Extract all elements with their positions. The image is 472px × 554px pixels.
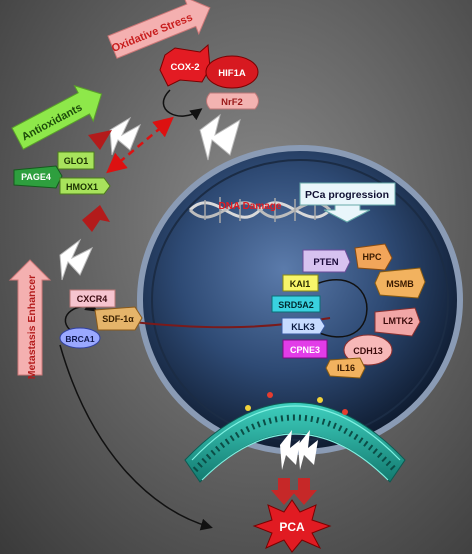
gene-cdh13: CDH13 xyxy=(343,334,393,366)
gene-hif1a: HIF1A xyxy=(205,55,259,89)
svg-text:HMOX1: HMOX1 xyxy=(66,182,98,192)
svg-text:IL16: IL16 xyxy=(337,363,355,373)
gene-klk3: KLK3 xyxy=(281,317,326,335)
gene-cpne3: CPNE3 xyxy=(282,339,328,359)
red-arrow-icon xyxy=(291,478,317,505)
dna-damage-label: DNA Damage xyxy=(219,201,282,212)
pca-starburst: PCA xyxy=(252,499,332,553)
gene-sdf1a: SDF-1α xyxy=(94,306,143,331)
svg-text:HIF1A: HIF1A xyxy=(218,68,246,79)
gene-lmtk2: LMTK2 xyxy=(374,307,421,337)
gene-pten: PTEN xyxy=(302,249,351,273)
svg-text:CPNE3: CPNE3 xyxy=(290,345,320,355)
cox2-nrf2-loop xyxy=(162,89,203,121)
cell-membrane xyxy=(184,392,406,483)
pca-label: PCA xyxy=(279,520,305,534)
lightning-icon xyxy=(59,238,94,281)
svg-text:PTEN: PTEN xyxy=(313,257,338,268)
red-arrow-icon xyxy=(88,130,112,150)
svg-text:KAI1: KAI1 xyxy=(290,279,311,289)
svg-text:KLK3: KLK3 xyxy=(291,322,315,332)
gene-il16: IL16 xyxy=(325,357,366,379)
svg-text:NrF2: NrF2 xyxy=(221,97,243,108)
svg-text:LMTK2: LMTK2 xyxy=(383,316,413,326)
lightning-icon xyxy=(298,430,318,470)
progression-loop-arrow xyxy=(297,279,368,338)
lightning-icon xyxy=(109,116,141,156)
svg-text:PAGE4: PAGE4 xyxy=(21,172,51,182)
svg-text:SDF-1α: SDF-1α xyxy=(102,314,134,324)
metastasis-pca-arrow xyxy=(59,344,213,531)
svg-text:CDH13: CDH13 xyxy=(353,346,383,356)
pca-progression-banner: PCa progression xyxy=(299,182,396,223)
metastasis-enhancer-label: Metastasis Enhancer xyxy=(26,275,38,379)
svg-text:CXCR4: CXCR4 xyxy=(77,294,108,304)
svg-text:COX-2: COX-2 xyxy=(170,62,199,73)
gene-msmb: MSMB xyxy=(374,267,426,299)
svg-text:GLO1: GLO1 xyxy=(64,156,89,166)
gene-cxcr4: CXCR4 xyxy=(69,289,116,308)
gene-glo1: GLO1 xyxy=(57,151,95,170)
red-arrow-icon xyxy=(271,478,297,505)
oxidative-antioxidant-arrow xyxy=(106,116,174,174)
red-arrow-icon xyxy=(82,205,110,232)
gene-brca1: BRCA1 xyxy=(59,327,101,349)
gene-hpc: HPC xyxy=(354,243,393,271)
brca1-cxcr4-loop xyxy=(64,300,98,331)
gene-page4: PAGE4 xyxy=(13,165,63,189)
svg-text:HPC: HPC xyxy=(362,252,382,262)
gene-srd5a2: SRD5A2 xyxy=(271,295,321,313)
gene-kai1: KAI1 xyxy=(282,274,319,292)
svg-text:BRCA1: BRCA1 xyxy=(65,334,95,344)
gene-nrf2: NrF2 xyxy=(206,92,259,110)
svg-text:SRD5A2: SRD5A2 xyxy=(278,300,314,310)
gene-cox2: COX-2 xyxy=(159,43,211,87)
lightning-icon xyxy=(280,430,300,470)
gene-hmox1: HMOX1 xyxy=(59,177,111,195)
svg-text:MSMB: MSMB xyxy=(386,279,414,289)
pca-progression-label: PCa progression xyxy=(305,189,389,201)
lightning-icon xyxy=(199,113,241,161)
metastasis-banner: Metastasis Enhancer xyxy=(8,259,52,379)
